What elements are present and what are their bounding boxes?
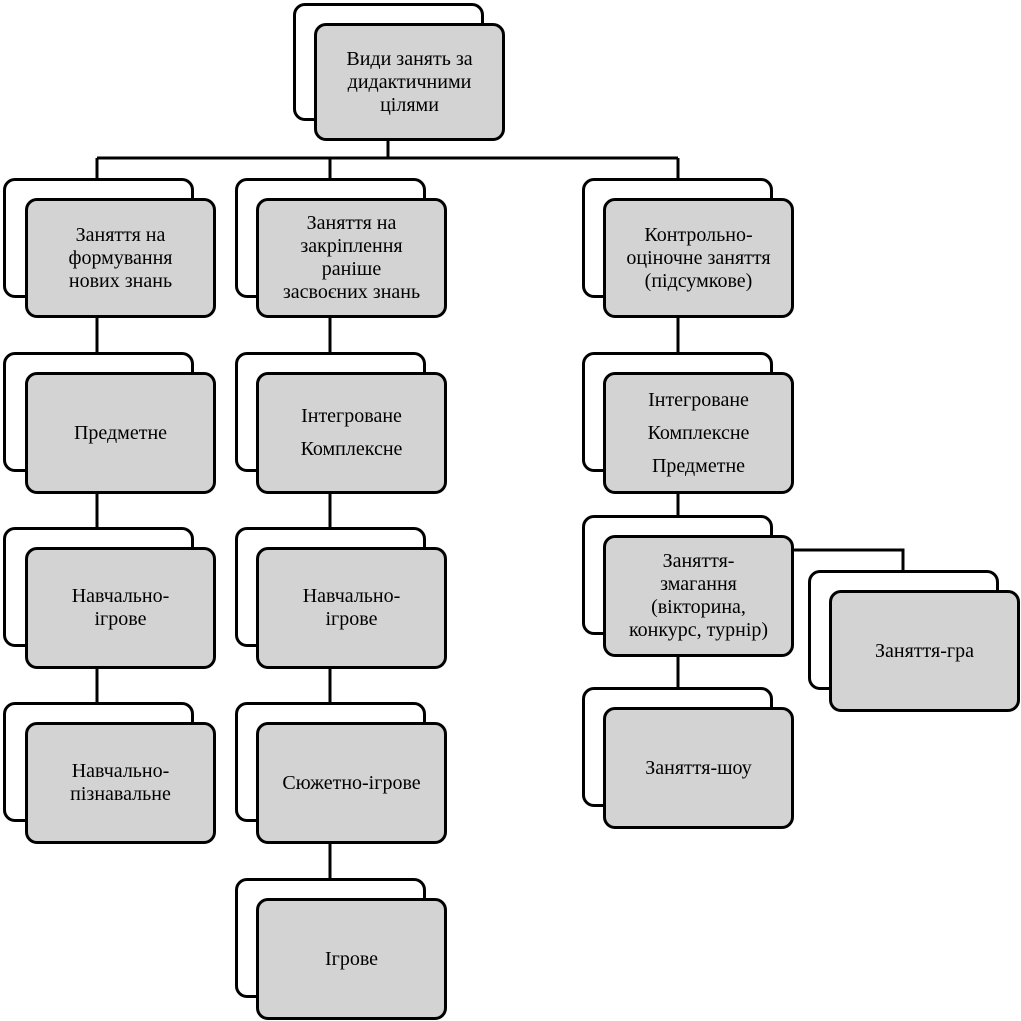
consolidation-item-line: Інтегроване bbox=[301, 405, 402, 427]
control-header-node: Контрольно- оціночне заняття (підсумкове… bbox=[582, 178, 794, 318]
consolidation-header-box: Заняття на закріплення раніше засвоєних … bbox=[256, 198, 447, 318]
formation-item-line: Навчально- bbox=[71, 585, 170, 607]
control-header-box: Контрольно- оціночне заняття (підсумкове… bbox=[603, 198, 794, 318]
root-node: Види занять за дидактичними цілями bbox=[293, 3, 505, 141]
formation-item-line: ігрове bbox=[94, 608, 147, 630]
control-item-line: конкурс, турнір) bbox=[628, 619, 769, 641]
control-item-box: Заняття- змагання (вікторина, конкурс, т… bbox=[603, 535, 794, 657]
root-line: Види занять за bbox=[346, 47, 473, 70]
consolidation-item-node: Навчально- ігрове bbox=[235, 527, 447, 669]
formation-item-node: Навчально- ігрове bbox=[3, 527, 216, 669]
consolidation-item-line: ігрове bbox=[325, 608, 378, 630]
consolidation-item-node: Ігрове bbox=[235, 878, 447, 1020]
consolidation-item-box: Ігрове bbox=[256, 898, 447, 1020]
formation-item-line: пізнавальне bbox=[70, 783, 171, 805]
consolidation-item-box: Сюжетно-ігрове bbox=[256, 722, 447, 844]
consolidation-item-line: Ігрове bbox=[324, 947, 379, 970]
root-line: цілями bbox=[380, 93, 439, 116]
control-item-line: Заняття- bbox=[662, 550, 735, 572]
consolidation-header-node: Заняття на закріплення раніше засвоєних … bbox=[235, 178, 447, 318]
consolidation-header-line: Заняття на bbox=[306, 212, 397, 234]
formation-header-line: формування bbox=[68, 246, 173, 269]
formation-header-box: Заняття на формування нових знань bbox=[25, 198, 216, 318]
formation-item-line: Предметне bbox=[73, 421, 168, 444]
control-item-line: Комплексне bbox=[647, 421, 750, 444]
consolidation-header-line: закріплення bbox=[300, 235, 403, 257]
consolidation-item-line: Сюжетно-ігрове bbox=[282, 771, 421, 794]
formation-item-box: Навчально- ігрове bbox=[25, 547, 216, 669]
control-item-box: Інтегроване Комплексне Предметне bbox=[603, 372, 794, 494]
consolidation-item-line: Навчально- bbox=[302, 585, 401, 607]
control-side-item-line: Заняття-гра bbox=[875, 639, 974, 662]
control-item-box: Заняття-шоу bbox=[603, 707, 794, 829]
consolidation-item-node: Сюжетно-ігрове bbox=[235, 702, 447, 844]
control-item-line: змагання bbox=[660, 573, 737, 595]
formation-item-line: Навчально- bbox=[71, 760, 170, 782]
root-line: дидактичними bbox=[347, 70, 472, 93]
formation-header-line: Заняття на bbox=[75, 223, 166, 246]
formation-item-node: Предметне bbox=[3, 352, 216, 494]
root-node-box: Види занять за дидактичними цілями bbox=[314, 23, 505, 141]
control-item-line: Заняття-шоу bbox=[645, 756, 752, 779]
consolidation-item-line: Комплексне bbox=[300, 438, 403, 460]
consolidation-item-box: Навчально- ігрове bbox=[256, 547, 447, 669]
consolidation-header-line: засвоєних знань bbox=[282, 281, 421, 303]
control-side-item-box: Заняття-гра bbox=[829, 590, 1020, 712]
control-header-line: оціночне заняття bbox=[626, 246, 771, 269]
formation-item-box: Навчально- пізнавальне bbox=[25, 722, 216, 844]
control-side-item-node: Заняття-гра bbox=[808, 570, 1020, 712]
control-header-line: (підсумкове) bbox=[644, 269, 753, 292]
control-item-line: Предметне bbox=[651, 454, 746, 477]
consolidation-header-line: раніше bbox=[321, 258, 382, 280]
control-header-line: Контрольно- bbox=[644, 223, 753, 246]
control-item-line: Інтегроване bbox=[648, 388, 749, 411]
formation-header-node: Заняття на формування нових знань bbox=[3, 178, 216, 318]
control-item-node: Заняття- змагання (вікторина, конкурс, т… bbox=[582, 515, 794, 657]
control-item-node: Заняття-шоу bbox=[582, 687, 794, 829]
control-item-line: (вікторина, bbox=[651, 596, 746, 618]
formation-item-box: Предметне bbox=[25, 372, 216, 494]
formation-header-line: нових знань bbox=[68, 269, 173, 292]
control-item-node: Інтегроване Комплексне Предметне bbox=[582, 352, 794, 494]
link-control-side bbox=[790, 548, 905, 570]
formation-item-node: Навчально- пізнавальне bbox=[3, 702, 216, 844]
consolidation-item-box: Інтегроване Комплексне bbox=[256, 372, 447, 494]
consolidation-item-node: Інтегроване Комплексне bbox=[235, 352, 447, 494]
